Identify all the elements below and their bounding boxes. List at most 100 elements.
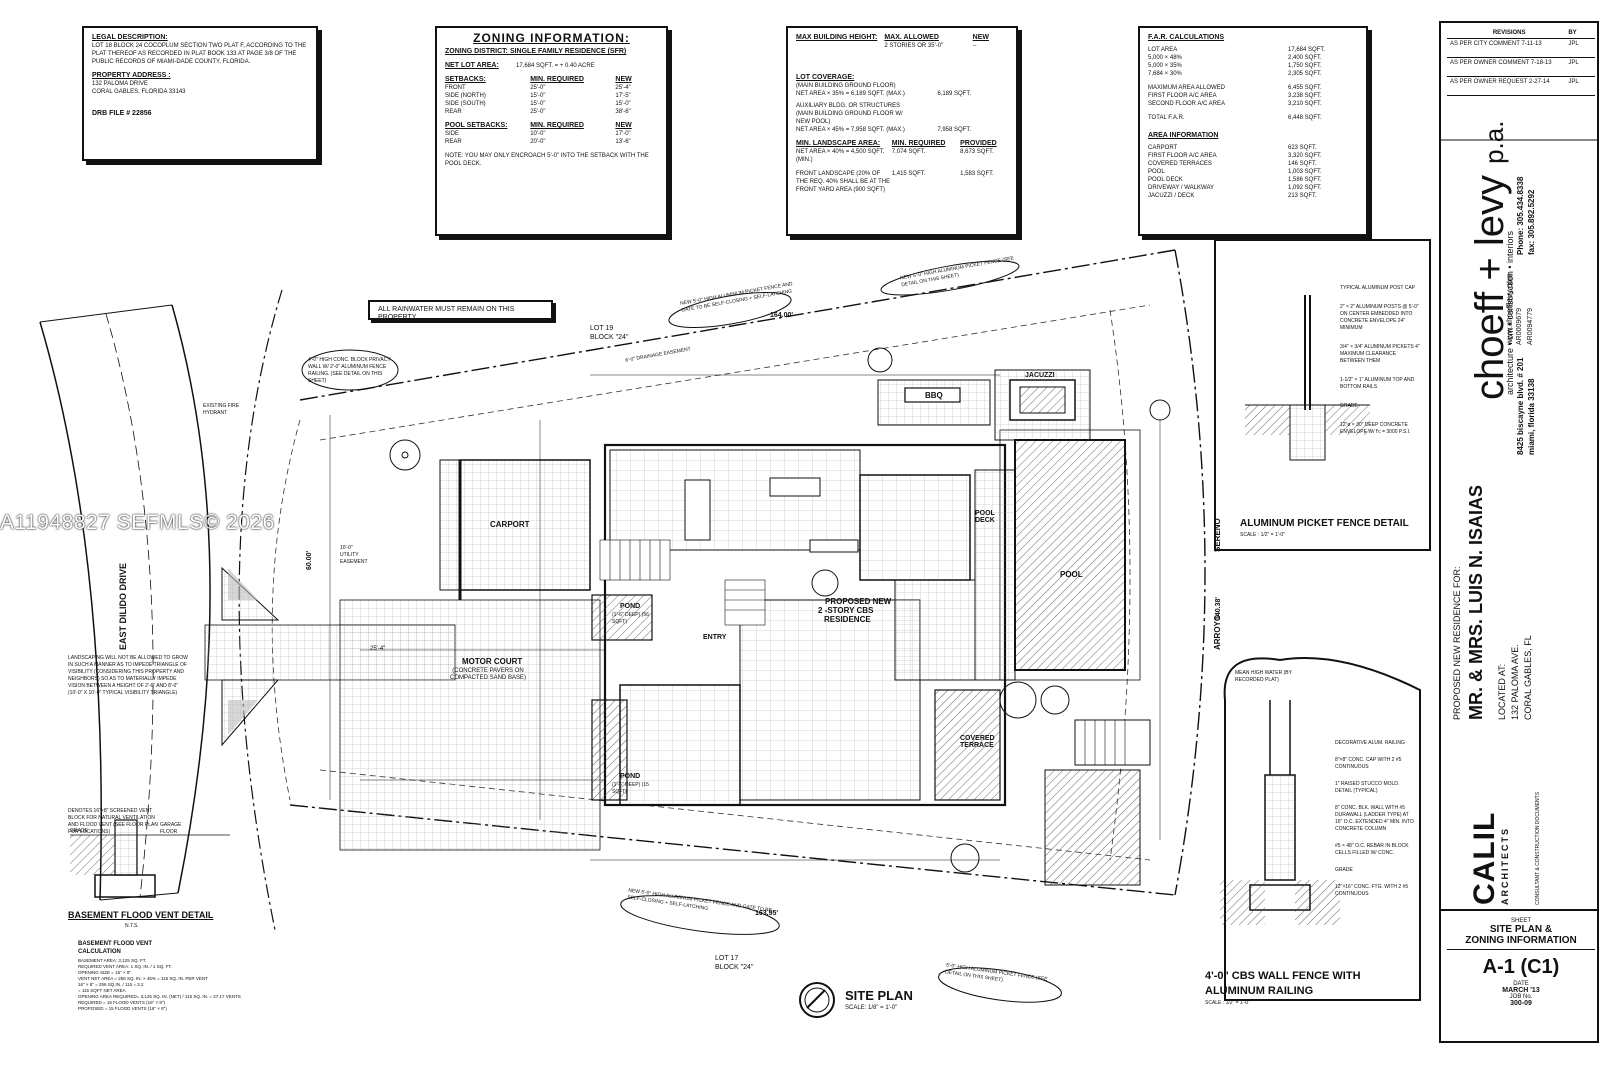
cbs-title-2: ALUMINUM RAILING xyxy=(1205,985,1314,997)
setback-new: 17'-5" xyxy=(615,93,631,99)
zoning-title: ZONING INFORMATION: xyxy=(473,31,630,45)
drb-file: DRB FILE # 22856 xyxy=(92,110,152,117)
cbs-note: 8"×8" CONC. CAP WITH 2 #5 CONTINUOUS xyxy=(1335,757,1402,770)
far-label: LOT AREA xyxy=(1148,47,1178,53)
mls-watermark: A11948827 SEFMLS© 2026 xyxy=(0,511,275,534)
firm-suffix: p.a. xyxy=(1479,120,1509,164)
coverage-line-2-new: 6,189 SQFT. xyxy=(937,91,972,97)
flood-calc-line: OPENING AREA REQUIRED= 3,125 SQ. IN. (NE… xyxy=(78,994,241,999)
sheet-title-block: SHEET SITE PLAN & ZONING INFORMATION A-1… xyxy=(1447,918,1595,1040)
calil-sub: ARCHITECTS xyxy=(1500,827,1510,905)
area-value: 1,092 SQFT. xyxy=(1288,185,1322,191)
picket-note: 2" × 2" ALUMINUM POSTS @ 5'-0" ON CENTER… xyxy=(1340,304,1419,331)
landscape-provided-header: PROVIDED xyxy=(960,140,997,147)
far-label: 7,684 × 30% xyxy=(1148,71,1182,77)
far-label: 5,000 × 48% xyxy=(1148,55,1182,61)
setback-new: 17'-0" xyxy=(615,131,631,137)
cbs-note: DECORATIVE ALUM. RAILING xyxy=(1335,740,1405,746)
entry-label: ENTRY xyxy=(703,634,727,641)
far-row: TOTAL F.A.R.6,448 SQFT. xyxy=(1148,114,1358,122)
revision-by: JPL xyxy=(1568,41,1579,47)
landscape-title: MIN. LANDSCAPE AREA: xyxy=(796,140,881,147)
legal-description-box: LEGAL DESCRIPTION: LOT 18 BLOCK 24 COCOP… xyxy=(82,26,318,161)
area-row: POOL DECK 1,586 SQFT. xyxy=(1148,176,1358,184)
firm-address-1: 8425 biscayne blvd. # 201 xyxy=(1516,357,1525,455)
setback-required: 25'-0" xyxy=(530,85,546,91)
area-label: POOL DECK xyxy=(1148,177,1183,183)
landscape-line-1-req: 7,074 SQFT. xyxy=(891,149,926,155)
legal-text: LOT 18 BLOCK 24 COCOPLUM SECTION TWO PLA… xyxy=(92,43,307,65)
setback-required: 20'-0" xyxy=(530,139,546,145)
setbacks-min-header: MIN. REQUIRED xyxy=(530,76,584,83)
tree-symbols xyxy=(389,347,1171,873)
site-plan-scale: SCALE: 1/8" = 1'-0" xyxy=(845,1005,898,1011)
area-value: 3,320 SQFT. xyxy=(1288,153,1322,159)
revision-by: JPL xyxy=(1568,79,1579,85)
cbs-note: #5 × 48" O.C. REBAR IN BLOCK CELLS FILLE… xyxy=(1335,843,1409,856)
cbs-note: 1" RAISED STUCCO MOLD. DETAIL (TYPICAL) xyxy=(1335,781,1400,794)
firm-license-1: AR0009679 xyxy=(1516,308,1523,345)
project-location-1: 132 PALOMA AVE. xyxy=(1510,644,1520,720)
sheet-job: 300-09 xyxy=(1510,1000,1532,1007)
setback-required: 10'-0" xyxy=(530,131,546,137)
far-value: 6,448 SQFT. xyxy=(1288,115,1322,121)
jacuzzi-label: JACUZZI xyxy=(1025,372,1055,379)
pool-new-header: NEW xyxy=(615,122,632,129)
block-24-top-label: BLOCK "24" xyxy=(590,334,629,341)
arroyo-label: ARROYO xyxy=(1213,614,1222,650)
picket-note: GRADE xyxy=(1340,403,1358,409)
setback-new: 13'-6" xyxy=(615,139,631,145)
motor-court-sub: (CONCRETE PAVERS ON COMPACTED SAND BASE) xyxy=(450,668,526,681)
area-label: COVERED TERRACES xyxy=(1148,161,1212,167)
area-label: JACUZZI / DECK xyxy=(1148,193,1195,199)
landscape-line-1-prov: 8,673 SQFT. xyxy=(960,149,994,155)
project-location-2: CORAL GABLES, FL xyxy=(1523,635,1533,720)
flood-grade: GRADE xyxy=(70,828,88,834)
far-value: 2,400 SQFT. xyxy=(1288,55,1322,61)
project-label: PROPOSED NEW RESIDENCE FOR: xyxy=(1452,566,1462,720)
far-row: 5,000 × 48% 2,400 SQFT. xyxy=(1148,54,1358,62)
far-label: SECOND FLOOR A/C AREA xyxy=(1148,101,1226,107)
landscape-line-2-req: 1,415 SQFT. xyxy=(891,171,926,177)
height-max-header: MAX. ALLOWED xyxy=(884,34,939,41)
area-label: CARPORT xyxy=(1148,145,1178,151)
picket-note: 12"ø × 30" DEEP CONCRETE ENVELOPE W/ f'c… xyxy=(1340,422,1411,435)
setback-new: 25'-4" xyxy=(615,85,631,91)
setback-new: 15'-0" xyxy=(615,101,631,107)
picket-fence-scale: SCALE : 1/2" = 1'-0" xyxy=(1240,532,1285,538)
address-title: PROPERTY ADDRESS : xyxy=(92,72,171,79)
far-value: 1,750 SQFT. xyxy=(1288,63,1322,69)
flood-calc-lines: BASEMENT AREA: 3,125 SQ. FT.REQUIRED VEN… xyxy=(78,958,278,1012)
sheet-title-2: ZONING INFORMATION xyxy=(1447,935,1595,950)
flood-calc-title: BASEMENT FLOOD VENT CALCULATION xyxy=(78,941,153,955)
area-row: CARPORT 623 SQFT. xyxy=(1148,144,1358,152)
landscape-line-1: NET AREA × 40% = 4,500 SQFT. (MIN.) xyxy=(796,149,885,163)
flood-calc-line: 16" × 8" = 256 SQ.IN. / 115 = 2.2 xyxy=(78,982,144,987)
sheet-label: SHEET xyxy=(1510,918,1531,924)
pond-1-label: POND xyxy=(620,603,641,610)
street-east-dilido xyxy=(39,304,211,901)
proposed-residence-label-2: 2 -STORY CBS xyxy=(818,606,874,615)
setback-row: SIDE (SOUTH)15'-0"15'-0" xyxy=(445,100,658,108)
setback-required: 15'-0" xyxy=(530,93,546,99)
far-row: 7,684 × 30%2,305 SQFT. xyxy=(1148,70,1358,78)
revisions-by: BY xyxy=(1568,30,1577,36)
lot-19-label: LOT 19 xyxy=(590,325,614,332)
dim-bottom-lot: 163.95' xyxy=(755,910,779,917)
area-value: 1,586 SQFT. xyxy=(1288,177,1322,183)
picket-note: 3/4" × 3/4" ALUMINUM PICKETS 4" MAXIMUM … xyxy=(1340,344,1420,364)
note-privacy-wall: 4'-0" HIGH CONC. BLOCK PRIVACY WALL W/ 2… xyxy=(308,357,391,384)
area-value: 623 SQFT. xyxy=(1288,145,1317,151)
cbs-title-1: 4'-0" CBS WALL FENCE WITH xyxy=(1205,970,1361,982)
bbq-label: BBQ xyxy=(925,391,943,400)
